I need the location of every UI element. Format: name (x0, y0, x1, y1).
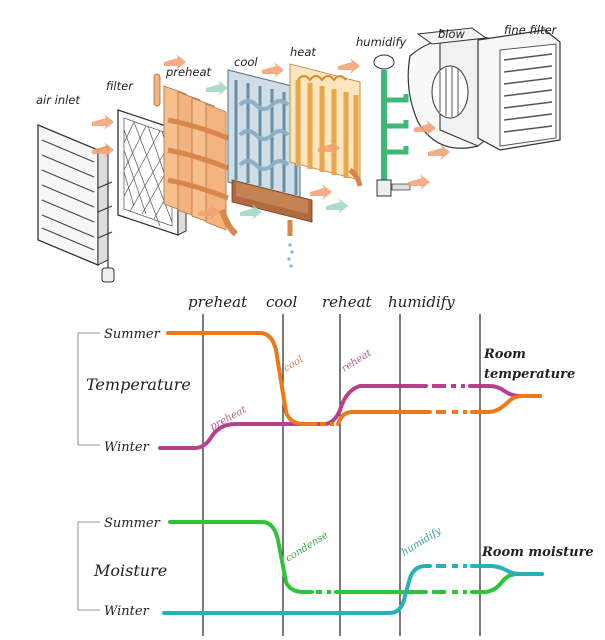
summer-temperature-line (166, 331, 318, 426)
component-labels: air inlet filter preheat cool heat humid… (36, 23, 558, 107)
room-temperature-label-2: temperature (484, 367, 575, 382)
summer-moisture-line (168, 520, 314, 594)
annotation-humidify: humidify (400, 525, 444, 558)
preheat-coil (153, 73, 238, 237)
temp-winter-label: Winter (104, 440, 150, 455)
room-temperature-label-1: Room (483, 347, 526, 362)
label-humidify: humidify (356, 35, 407, 49)
temperature-title: Temperature (86, 375, 191, 394)
label-fine-filter: fine filter (504, 23, 558, 37)
airflow-arrows (92, 54, 450, 220)
cooling-coil (227, 69, 323, 268)
stage-dividers (202, 314, 481, 636)
stage-cool: cool (266, 293, 297, 311)
moisture-group: Summer Moisture Winter condense humidify (77, 516, 594, 619)
label-preheat: preheat (165, 65, 212, 79)
air-handling-unit-illustration: air inlet filter preheat cool heat humid… (36, 23, 561, 283)
winter-moisture-line (162, 564, 432, 615)
room-moisture-label: Room moisture (481, 545, 594, 560)
stage-humidify: humidify (388, 293, 455, 311)
process-diagram: preheat cool reheat humidify Summer Temp… (77, 293, 594, 636)
humidifier (373, 54, 411, 197)
label-heat: heat (290, 45, 316, 59)
temperature-group: Summer Temperature Winter cool reheat pr… (77, 327, 575, 455)
stage-reheat: reheat (322, 293, 373, 311)
air-inlet-louver (37, 124, 115, 283)
label-blow: blow (438, 27, 466, 41)
temp-summer-label: Summer (104, 327, 161, 342)
moisture-title: Moisture (93, 561, 167, 580)
label-filter: filter (106, 79, 134, 93)
moist-winter-label: Winter (104, 604, 150, 619)
label-cool: cool (234, 55, 258, 69)
annotation-preheat: preheat (208, 404, 249, 433)
airflow-arrows-cool (206, 80, 348, 220)
winter-temperature-line (158, 384, 428, 450)
annotation-cool: cool (282, 354, 306, 374)
fine-filter (477, 29, 561, 151)
moist-summer-label: Summer (104, 516, 161, 531)
stage-preheat: preheat (188, 293, 248, 311)
annotation-condense: condense (284, 530, 330, 565)
reheat-coil (289, 63, 363, 187)
annotation-reheat: reheat (340, 347, 375, 374)
label-air-inlet: air inlet (36, 93, 80, 107)
